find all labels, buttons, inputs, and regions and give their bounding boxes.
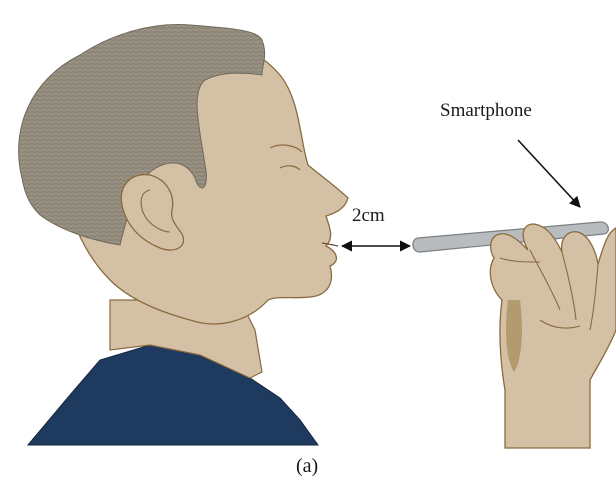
smartphone-label: Smartphone (440, 100, 532, 122)
distance-label: 2cm (352, 205, 385, 227)
shirt (28, 345, 318, 445)
smartphone-pointer-arrow (518, 140, 580, 207)
figure-caption: (a) (296, 455, 318, 478)
